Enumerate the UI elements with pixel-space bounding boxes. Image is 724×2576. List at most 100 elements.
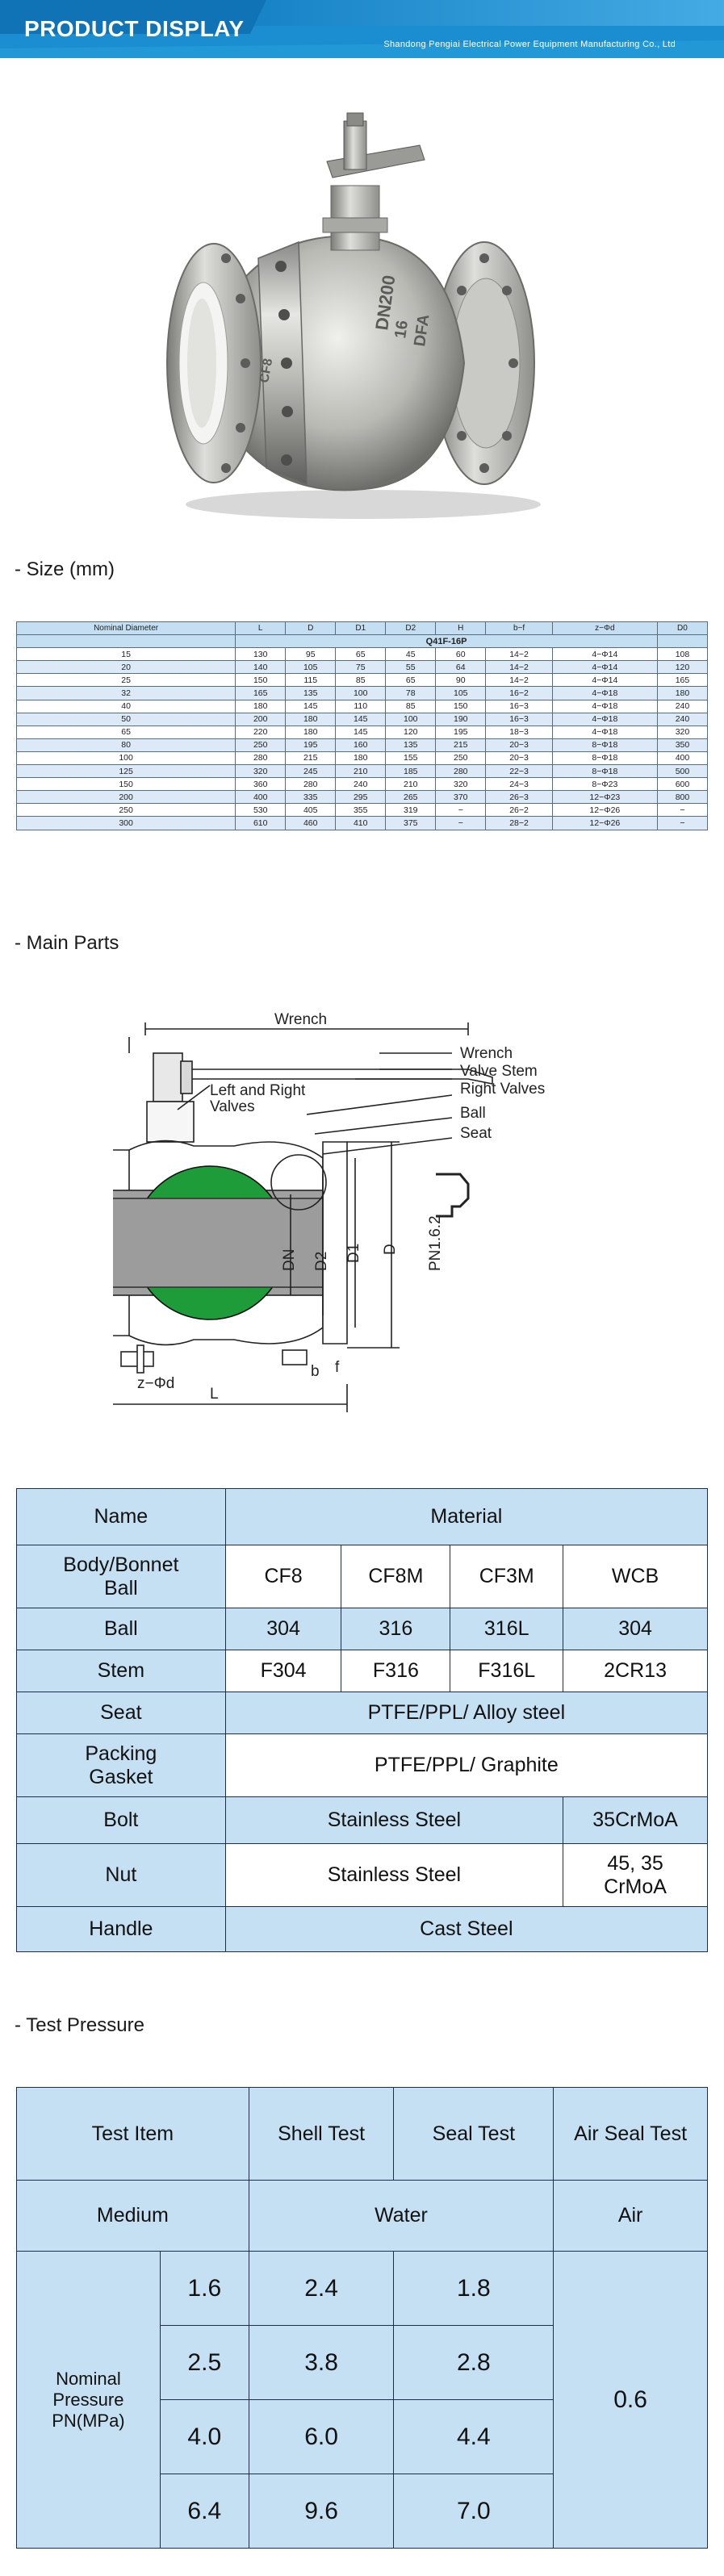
cell-d0: −: [656, 803, 709, 818]
header-name: Name: [16, 1488, 226, 1545]
cell-b-f: 16−3: [485, 699, 553, 713]
cell-b-f: 26−2: [485, 803, 553, 818]
pn-value: 6.4: [159, 2474, 249, 2549]
seal-value: 2.8: [393, 2325, 555, 2400]
pressure-medium-row: Medium Water Air: [16, 2180, 708, 2252]
cell-l: 320: [235, 764, 287, 779]
cell-d: 405: [285, 803, 337, 818]
handle-value: Cast Steel: [224, 1906, 709, 1952]
label-pn: PN1.6.2: [427, 1215, 444, 1271]
cell-d: 215: [285, 751, 337, 766]
cell-d2: 45: [385, 647, 437, 662]
cell-nominal-diameter: 250: [15, 803, 236, 818]
materials-header-row: Name Material: [16, 1488, 709, 1545]
np-line1: Nominal: [56, 2368, 121, 2389]
stem-value-1: F304: [224, 1650, 342, 1692]
nominal-pressure-label: Nominal Pressure PN(MPa): [16, 2251, 161, 2549]
cell-nominal-diameter: 80: [15, 738, 236, 752]
body-marking-pn: 16: [391, 320, 412, 340]
size-table-header-row: Nominal Diameter L D D1 D2 H b−f z−Φd D0: [15, 621, 709, 636]
cell-l: 280: [235, 751, 287, 766]
ball-value-1: 304: [224, 1608, 342, 1650]
cell-l: 150: [235, 673, 287, 688]
materials-table: Name Material Body/Bonnet Ball CF8 CF8M …: [16, 1488, 709, 1952]
pressure-row-4: 6.4 9.6 7.0: [17, 2474, 708, 2549]
label-d2: D2: [313, 1252, 330, 1271]
nut-value: Stainless Steel: [224, 1843, 564, 1907]
cell-z-d: 4−Φ14: [551, 647, 658, 662]
model-label: Q41F-16P: [235, 634, 658, 649]
cell-d1: 210: [335, 764, 387, 779]
np-line2: Pressure: [52, 2389, 124, 2410]
label-zphid: z−Φd: [137, 1375, 174, 1392]
medium-air: Air: [553, 2180, 708, 2252]
cell-l: 130: [235, 647, 287, 662]
cell-l: 530: [235, 803, 287, 818]
pressure-row-1: Nominal Pressure PN(MPa) 1.6 2.4 1.8 0.6: [16, 2251, 708, 2549]
cell-d1: 410: [335, 816, 387, 830]
banner-title: PRODUCT DISPLAY: [24, 16, 245, 41]
stem-value-2: F316: [341, 1650, 451, 1692]
size-table-model-row: Q41F-16P: [15, 634, 709, 649]
col-d: D: [285, 621, 337, 636]
cell-d1: 355: [335, 803, 387, 818]
label-d: D: [382, 1244, 399, 1255]
cell-b-f: 26−3: [485, 790, 553, 805]
cell-b-f: 20−3: [485, 738, 553, 752]
cell-z-d: 4−Φ14: [551, 660, 658, 675]
bolt-alt-value: 35CrMoA: [563, 1796, 708, 1844]
header-seal-test: Seal Test: [393, 2087, 555, 2181]
cell-d: 135: [285, 686, 337, 700]
test-pressure-heading: - Test Pressure: [15, 2014, 144, 2036]
label-ball: Ball: [460, 1105, 486, 1122]
cell-h: 60: [435, 647, 487, 662]
cell-d2: 65: [385, 673, 437, 688]
stem-value-4: 2CR13: [563, 1650, 708, 1692]
cell-l: 220: [235, 725, 287, 739]
stem-value-3: F316L: [450, 1650, 564, 1692]
col-h: H: [435, 621, 487, 636]
cell-b-f: 16−3: [485, 712, 553, 726]
cell-l: 180: [235, 699, 287, 713]
grade-cf3m: CF3M: [450, 1545, 564, 1608]
cell-d1: 100: [335, 686, 387, 700]
pressure-header-row: Test Item Shell Test Seal Test Air Seal …: [16, 2087, 708, 2181]
banner-subtitle: Shandong Pengiai Electrical Power Equipm…: [383, 40, 676, 49]
medium-label: Medium: [16, 2180, 249, 2252]
main-parts-heading: - Main Parts: [15, 932, 119, 954]
ball-value-2: 316: [341, 1608, 451, 1650]
cell-h: −: [435, 816, 487, 830]
cell-d: 335: [285, 790, 337, 805]
cell-b-f: 14−2: [485, 660, 553, 675]
banner-background: [0, 0, 724, 58]
cell-z-d: 8−Φ18: [551, 764, 658, 779]
seat-value: PTFE/PPL/ Alloy steel: [224, 1692, 709, 1734]
header-material: Material: [224, 1488, 709, 1545]
name-body-bonnet: Body/Bonnet Ball: [16, 1545, 226, 1608]
cell-nominal-diameter: 15: [15, 647, 236, 662]
body-marking-material: CF8: [257, 358, 275, 384]
cell-d1: 240: [335, 777, 387, 792]
cell-b-f: 14−2: [485, 673, 553, 688]
pressure-row-3: 4.0 6.0 4.4: [17, 2399, 708, 2474]
cell-nominal-diameter: 40: [15, 699, 236, 713]
cell-h: −: [435, 803, 487, 818]
cell-b-f: 22−3: [485, 764, 553, 779]
ball-value-4: 304: [563, 1608, 708, 1650]
cell-h: 320: [435, 777, 487, 792]
header-shell-test: Shell Test: [248, 2087, 395, 2181]
col-z-d: z−Φd: [551, 621, 658, 636]
bolt-value: Stainless Steel: [224, 1796, 564, 1844]
row-body-bonnet-ball: Body/Bonnet Ball CF8 CF8M CF3M WCB: [16, 1545, 708, 1608]
name-packing: Packing: [85, 1742, 157, 1765]
ball-value-3: 316L: [450, 1608, 564, 1650]
cell-d2: 185: [385, 764, 437, 779]
cell-b-f: 14−2: [485, 647, 553, 662]
name-ball: Ball: [16, 1608, 226, 1650]
label-right-valves: Right Valves: [460, 1081, 545, 1098]
